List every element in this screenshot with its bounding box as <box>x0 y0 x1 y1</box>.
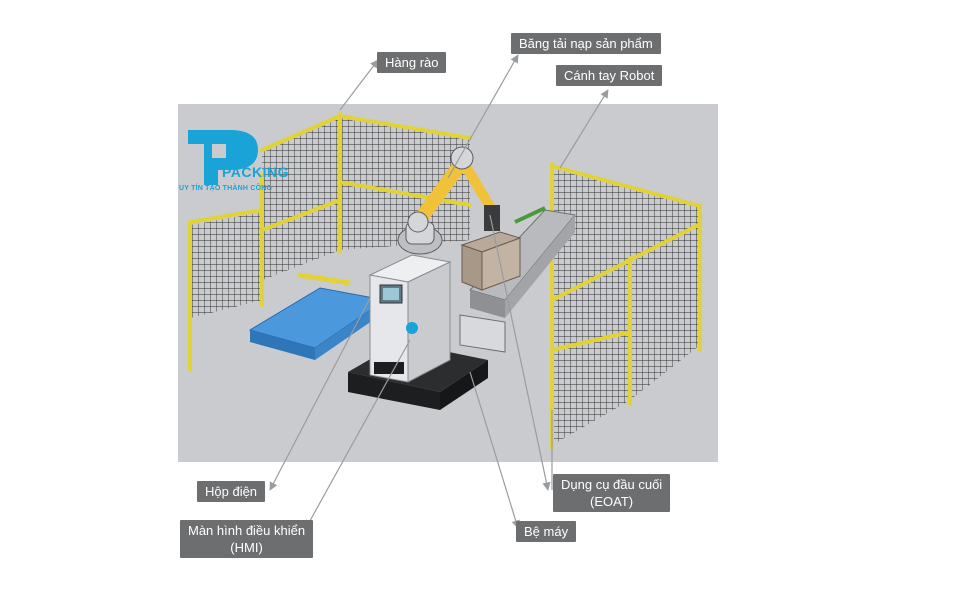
robot-arm <box>397 146 500 255</box>
label-hmi-line2: (HMI) <box>230 540 263 555</box>
label-eoat: Dụng cụ đầu cuối (EOAT) <box>553 474 671 512</box>
label-infeed-conveyor: Băng tải nạp sản phẩm <box>511 33 661 54</box>
label-fence: Hàng rào <box>377 52 447 73</box>
carton-box <box>460 231 522 291</box>
logo-tagline: UY TÍN TẠO THÀNH CÔNG <box>179 185 273 192</box>
control-cabinet <box>368 254 452 383</box>
label-robot-arm: Cánh tay Robot <box>556 65 663 86</box>
label-machine-base: Bệ máy <box>516 521 577 542</box>
label-hmi: Màn hình điều khiển (HMI) <box>180 520 314 558</box>
packing-logo-mark <box>188 130 258 185</box>
fence-right <box>550 162 702 450</box>
label-eoat-line1: Dụng cụ đầu cuối <box>561 477 663 492</box>
leader-lines <box>269 54 609 529</box>
label-hmi-line1: Màn hình điều khiển <box>188 523 306 538</box>
label-eoat-line2: (EOAT) <box>590 494 634 509</box>
logo-wordmark: PACKING <box>222 164 290 180</box>
fence-left <box>188 112 472 372</box>
label-control-box: Hộp điện <box>197 481 266 502</box>
